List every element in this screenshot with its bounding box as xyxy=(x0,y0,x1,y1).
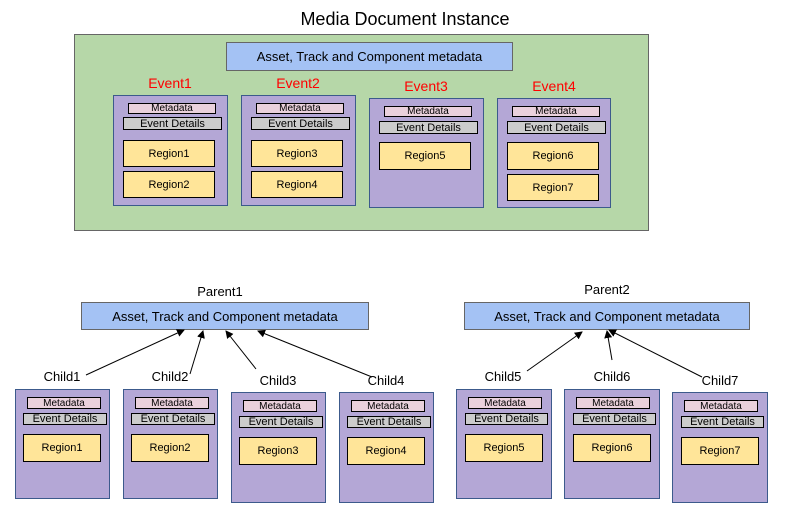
parent-label: Parent1 xyxy=(197,284,243,299)
metadata-chip: Metadata xyxy=(512,106,600,117)
metadata-chip: Metadata xyxy=(256,103,344,114)
event-label: Event3 xyxy=(404,78,448,94)
child-label: Child7 xyxy=(701,373,739,388)
event-label: Event4 xyxy=(532,78,576,94)
child-label: Child5 xyxy=(484,369,522,384)
metadata-chip: Metadata xyxy=(243,400,317,412)
region-box: Region7 xyxy=(507,174,599,201)
event-details-chip: Event Details xyxy=(123,117,222,130)
event-details-chip: Event Details xyxy=(239,416,323,428)
child-label: Child6 xyxy=(593,369,631,384)
region-box: Region6 xyxy=(507,142,599,170)
event-details-chip: Event Details xyxy=(379,121,478,134)
arrow-child7-parent2 xyxy=(608,329,703,378)
metadata-chip: Metadata xyxy=(135,397,209,409)
event-details-chip: Event Details xyxy=(573,413,656,425)
event-details-chip: Event Details xyxy=(251,117,350,130)
event-details-chip: Event Details xyxy=(23,413,107,425)
child-label: Child2 xyxy=(151,369,189,384)
metadata-chip: Metadata xyxy=(576,397,650,409)
event-details-chip: Event Details xyxy=(681,416,764,428)
region-box: Region5 xyxy=(465,434,543,462)
region-box: Region3 xyxy=(251,140,343,167)
metadata-chip: Metadata xyxy=(351,400,425,412)
diagram-title: Media Document Instance xyxy=(300,9,510,29)
child-label: Child4 xyxy=(367,373,405,388)
event-details-chip: Event Details xyxy=(465,413,548,425)
arrow-child6-parent2 xyxy=(604,330,613,361)
metadata-chip: Metadata xyxy=(468,397,542,409)
arrow-child1-parent1 xyxy=(85,329,185,376)
region-box: Region2 xyxy=(131,434,209,462)
region-box: Region3 xyxy=(239,437,317,465)
region-box: Region5 xyxy=(379,142,471,170)
region-box: Region4 xyxy=(251,171,343,198)
metadata-chip: Metadata xyxy=(128,103,216,114)
child-label: Child3 xyxy=(259,373,297,388)
arrow-child5-parent2 xyxy=(526,331,583,372)
event-label: Event1 xyxy=(148,75,192,91)
event-details-chip: Event Details xyxy=(347,416,431,428)
event-label: Event2 xyxy=(276,75,320,91)
region-box: Region1 xyxy=(23,434,101,462)
region-box: Region1 xyxy=(123,140,215,167)
parent-label: Parent2 xyxy=(584,282,630,297)
event-details-chip: Event Details xyxy=(507,121,606,134)
region-box: Region2 xyxy=(123,171,215,198)
metadata-chip: Metadata xyxy=(384,106,472,117)
arrow-child2-parent1 xyxy=(189,330,205,375)
instance-metadata-bar: Asset, Track and Component metadata xyxy=(226,42,513,71)
parent-metadata-bar: Asset, Track and Component metadata xyxy=(464,302,750,330)
parent-metadata-bar: Asset, Track and Component metadata xyxy=(81,302,369,330)
metadata-chip: Metadata xyxy=(27,397,101,409)
metadata-chip: Metadata xyxy=(684,400,758,412)
arrow-child4-parent1 xyxy=(257,329,373,378)
region-box: Region7 xyxy=(681,437,759,465)
arrow-child3-parent1 xyxy=(225,330,257,370)
region-box: Region4 xyxy=(347,437,425,465)
region-box: Region6 xyxy=(573,434,651,462)
child-label: Child1 xyxy=(43,369,81,384)
event-details-chip: Event Details xyxy=(131,413,215,425)
